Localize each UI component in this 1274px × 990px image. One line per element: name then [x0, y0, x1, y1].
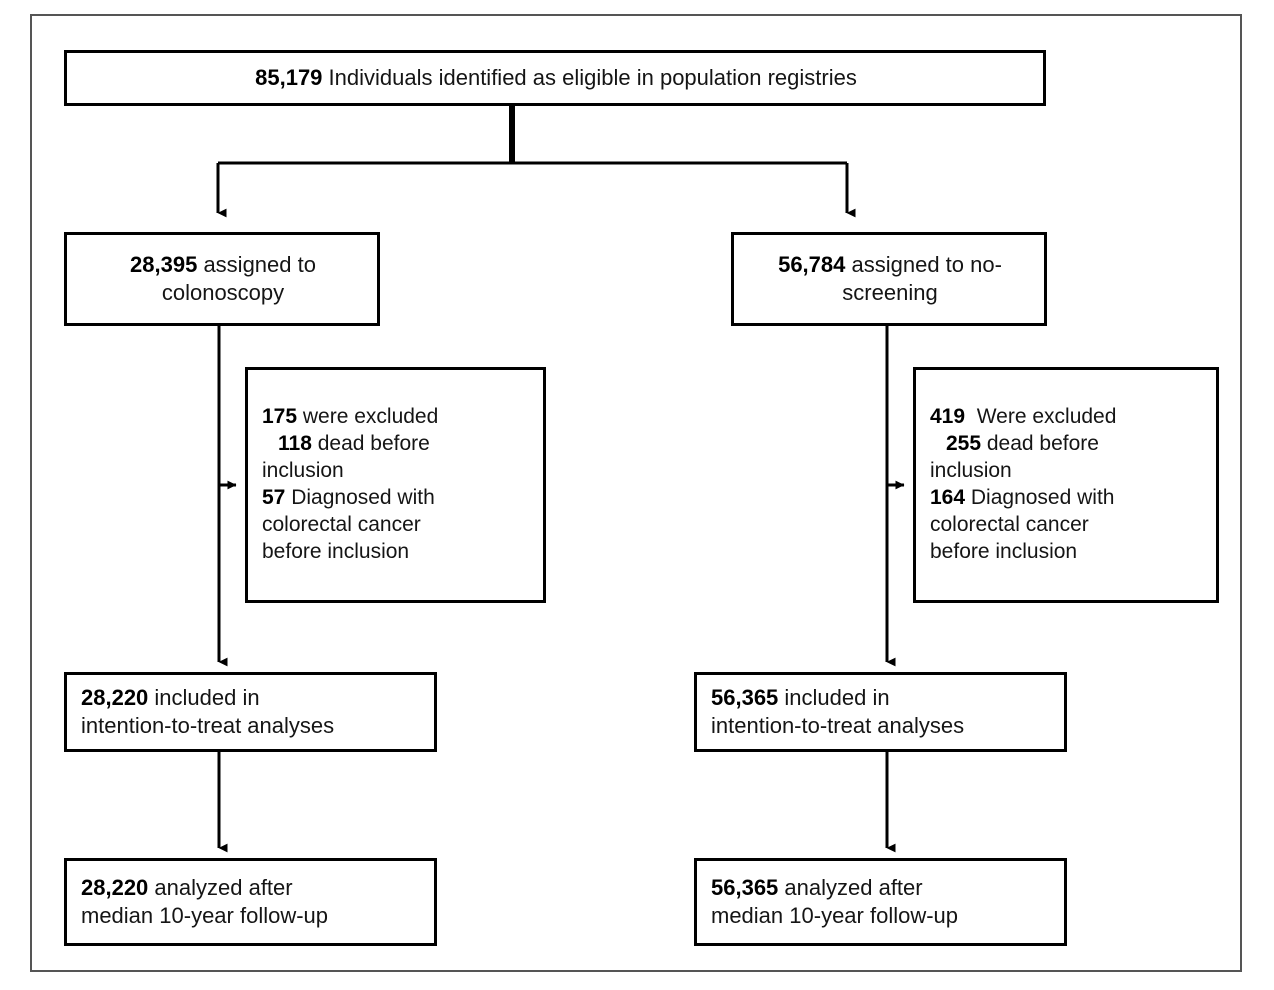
node-analyzed-colonoscopy-line1: 28,220 analyzed after	[81, 874, 422, 902]
connector-right-arm	[885, 326, 905, 667]
node-analyzed-colonoscopy-label: analyzed after	[148, 874, 293, 900]
node-assigned-no-screening-label: assigned to no-	[845, 251, 1002, 277]
exclusions-colonoscopy-crc-count: 57	[262, 486, 286, 509]
exclusions-colonoscopy-dead-count: 118	[278, 432, 312, 456]
connector-top-split	[216, 106, 856, 218]
node-itt-no-screening-line1: 56,365 included in	[711, 684, 1052, 712]
node-analyzed-colonoscopy-count: 28,220	[81, 874, 149, 900]
exclusions-colonoscopy-dead-label: dead before	[311, 432, 430, 456]
node-assigned-no-screening-line2: screening	[842, 280, 938, 305]
node-itt-colonoscopy: 28,220 included in intention-to-treat an…	[64, 672, 437, 752]
node-analyzed-colonoscopy-line2: median 10-year follow-up	[81, 903, 329, 928]
node-assigned-colonoscopy-count: 28,395	[130, 251, 198, 277]
exclusions-colonoscopy-crc-label: Diagnosed with	[285, 486, 435, 509]
node-itt-no-screening-line2: intention-to-treat analyses	[711, 713, 965, 738]
exclusions-no-screening-line-5: colorectal cancer	[930, 512, 1089, 536]
node-assigned-no-screening-line1: 56,784 assigned to no-	[778, 251, 1002, 279]
node-analyzed-no-screening-label: analyzed after	[778, 874, 923, 900]
node-itt-colonoscopy-line1: 28,220 included in	[81, 684, 422, 712]
node-assigned-colonoscopy: 28,395 assigned to colonoscopy	[64, 232, 380, 326]
node-itt-colonoscopy-line2: intention-to-treat analyses	[81, 713, 335, 738]
node-eligible: 85,179 Individuals identified as eligibl…	[64, 50, 1046, 106]
node-eligible-text: 85,179 Individuals identified as eligibl…	[255, 64, 857, 92]
exclusions-no-screening-line-4: 164 Diagnosed with	[930, 485, 1204, 512]
node-itt-no-screening: 56,365 included in intention-to-treat an…	[694, 672, 1067, 752]
exclusions-no-screening-total-label: Were excluded	[965, 405, 1117, 429]
exclusions-colonoscopy-line-4: 57 Diagnosed with	[262, 485, 531, 512]
node-assigned-colonoscopy-line2: colonoscopy	[161, 280, 285, 305]
exclusions-colonoscopy-line-2: 118 dead before	[262, 431, 531, 458]
exclusions-colonoscopy-line-3: inclusion	[262, 459, 344, 483]
node-itt-no-screening-count: 56,365	[711, 684, 779, 710]
exclusions-no-screening-total-count: 419	[930, 405, 966, 429]
node-assigned-no-screening: 56,784 assigned to no- screening	[731, 232, 1047, 326]
node-itt-colonoscopy-label: included in	[148, 684, 260, 710]
node-analyzed-no-screening-line1: 56,365 analyzed after	[711, 874, 1052, 902]
exclusions-colonoscopy-line-1: 175 were excluded	[262, 404, 531, 431]
node-assigned-no-screening-count: 56,784	[778, 251, 846, 277]
exclusions-no-screening-dead-count: 255	[946, 432, 982, 456]
node-assigned-colonoscopy-label: assigned to	[197, 251, 316, 277]
exclusions-no-screening-line-2: 255 dead before	[930, 431, 1204, 458]
node-analyzed-no-screening-count: 56,365	[711, 874, 779, 900]
node-itt-no-screening-label: included in	[778, 684, 890, 710]
node-analyzed-colonoscopy: 28,220 analyzed after median 10-year fol…	[64, 858, 437, 946]
exclusions-no-screening-crc-label: Diagnosed with	[965, 486, 1115, 509]
exclusions-no-screening-crc-count: 164	[930, 486, 966, 509]
node-analyzed-no-screening: 56,365 analyzed after median 10-year fol…	[694, 858, 1067, 946]
node-analyzed-no-screening-line2: median 10-year follow-up	[711, 903, 959, 928]
connector-left-arm	[217, 326, 237, 667]
exclusions-no-screening-dead-label: dead before	[981, 432, 1099, 456]
exclusions-no-screening-line-1: 419 Were excluded	[930, 404, 1204, 431]
node-itt-colonoscopy-count: 28,220	[81, 684, 149, 710]
exclusions-colonoscopy-total-count: 175	[262, 405, 298, 429]
node-exclusions-colonoscopy: 175 were excluded 118 dead before inclus…	[245, 367, 546, 603]
node-assigned-colonoscopy-line1: 28,395 assigned to	[130, 251, 316, 279]
exclusions-colonoscopy-total-label: were excluded	[297, 405, 439, 429]
exclusions-no-screening-line-6: before inclusion	[930, 539, 1078, 563]
exclusions-colonoscopy-line-5: colorectal cancer	[262, 512, 421, 536]
node-exclusions-no-screening: 419 Were excluded 255 dead before inclus…	[913, 367, 1219, 603]
exclusions-no-screening-line-3: inclusion	[930, 459, 1012, 483]
node-eligible-count: 85,179	[255, 64, 323, 90]
exclusions-colonoscopy-line-6: before inclusion	[262, 539, 410, 563]
node-eligible-label: Individuals identified as eligible in po…	[322, 64, 857, 90]
